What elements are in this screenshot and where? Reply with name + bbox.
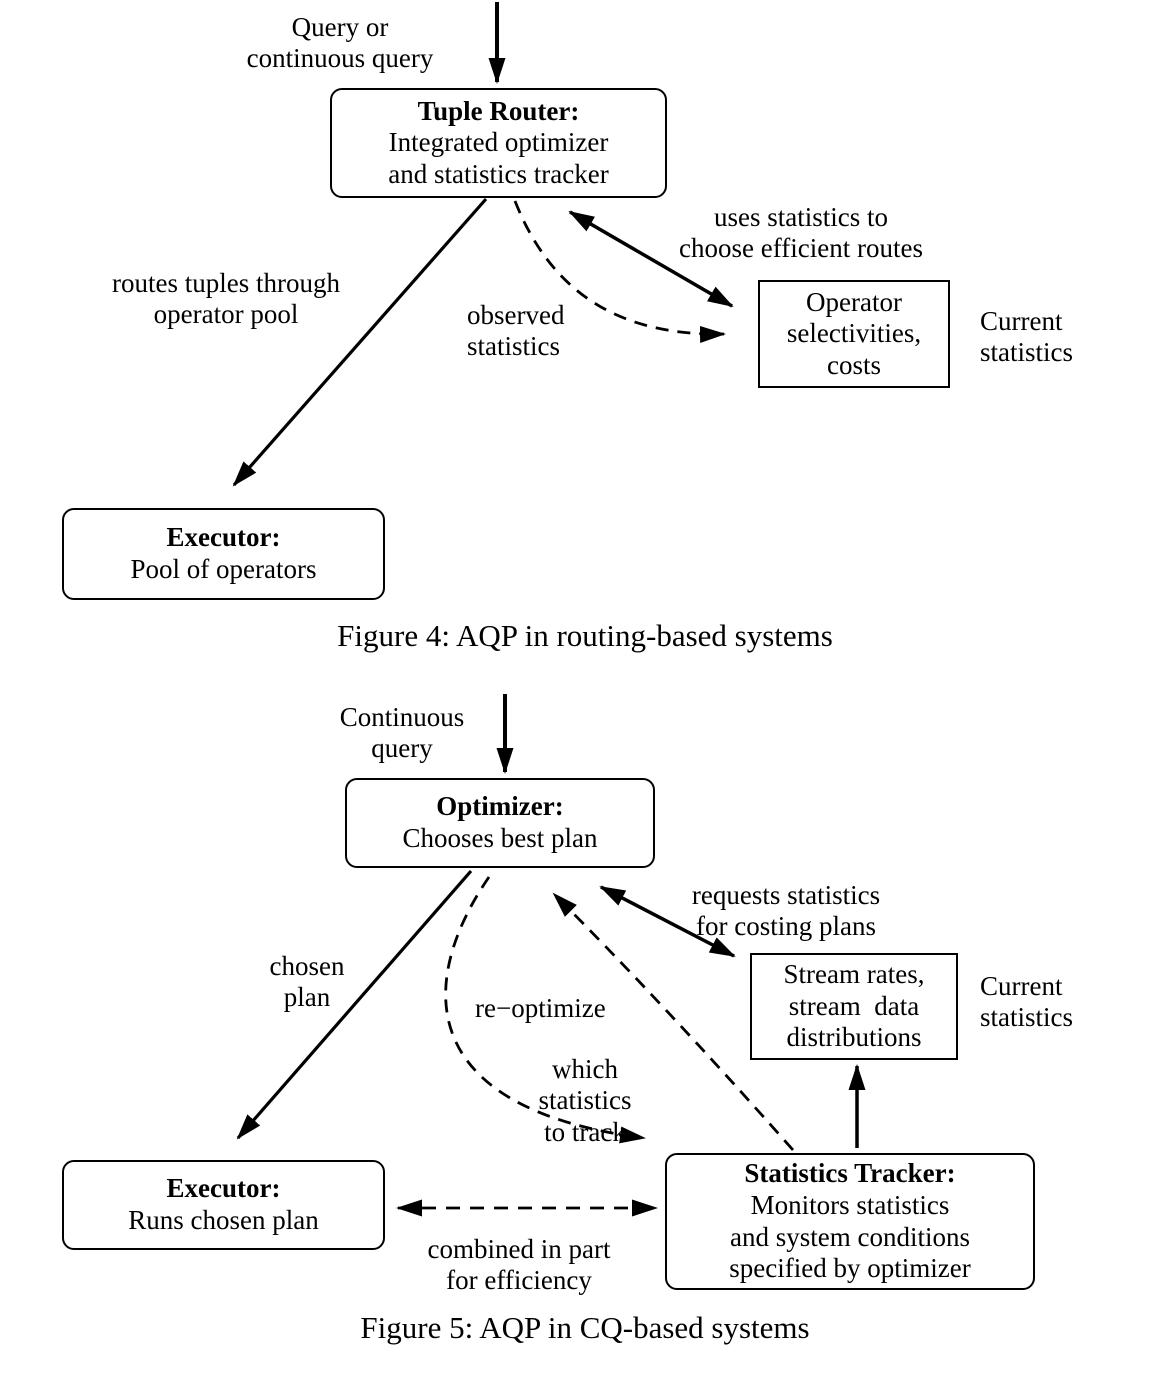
fig4-executor-body: Pool of operators <box>130 554 317 584</box>
fig4-observed-statistics-label: observed statistics <box>467 300 565 362</box>
fig5-executor-title: Executor: <box>166 1173 281 1204</box>
fig5-query-label: Continuous query <box>339 702 465 764</box>
fig5-caption: Figure 5: AQP in CQ-based systems <box>360 1310 810 1345</box>
fig4-tuple-router-body: Integrated optimizer and statistics trac… <box>388 127 609 189</box>
fig5-reoptimize-label: re−optimize <box>475 993 606 1023</box>
fig5-statistics-tracker-body: Monitors statistics and system condition… <box>729 1189 971 1284</box>
fig5-current-statistics-label: Current statistics <box>980 971 1073 1033</box>
arrow-reoptimize-dashed <box>552 892 795 1151</box>
fig5-optimizer-title: Optimizer: <box>436 791 564 822</box>
fig4-routes-tuples-label: routes tuples through operator pool <box>112 268 340 330</box>
fig4-uses-statistics-label: uses statistics to choose efficient rout… <box>679 202 923 264</box>
arrow-observed-statistics-dashed <box>513 200 726 343</box>
fig5-node-statistics-tracker: Statistics Tracker: Monitors statistics … <box>665 1153 1035 1290</box>
arrow-which-statistics-dashed <box>444 876 646 1144</box>
arrow-optimizer-to-executor <box>236 869 473 1140</box>
fig5-node-executor: Executor: Runs chosen plan <box>62 1160 385 1250</box>
arrow-router-to-executor <box>232 197 488 487</box>
fig5-optimizer-body: Chooses best plan <box>402 823 598 853</box>
fig4-node-executor: Executor: Pool of operators <box>62 508 385 600</box>
arrow-router-stats-bidirectional <box>568 210 734 308</box>
fig4-tuple-router-title: Tuple Router: <box>417 95 580 126</box>
fig5-combined-label: combined in part for efficiency <box>427 1234 611 1296</box>
fig5-node-current-statistics: Stream rates, stream data distributions <box>750 953 958 1060</box>
fig5-executor-body: Runs chosen plan <box>128 1205 319 1235</box>
fig5-statistics-tracker-title: Statistics Tracker: <box>744 1158 956 1189</box>
fig4-current-statistics-body: Operator selectivities, costs <box>786 286 922 380</box>
fig5-which-statistics-label: which statistics to track <box>538 1054 632 1147</box>
fig4-current-statistics-label: Current statistics <box>980 306 1073 368</box>
fig5-node-optimizer: Optimizer: Chooses best plan <box>345 778 655 868</box>
fig5-chosen-plan-label: chosen plan <box>269 951 345 1013</box>
fig5-requests-statistics-label: requests statistics for costing plans <box>691 880 881 942</box>
fig4-caption: Figure 4: AQP in routing-based systems <box>337 618 833 653</box>
fig4-node-tuple-router: Tuple Router: Integrated optimizer and s… <box>330 88 667 198</box>
fig4-node-current-statistics: Operator selectivities, costs <box>758 280 950 388</box>
fig5-current-statistics-body: Stream rates, stream data distributions <box>783 959 925 1053</box>
arrow-optimizer-stats-bidirectional <box>599 885 736 958</box>
fig4-query-label: Query or continuous query <box>246 12 434 74</box>
fig4-executor-title: Executor: <box>166 522 281 553</box>
